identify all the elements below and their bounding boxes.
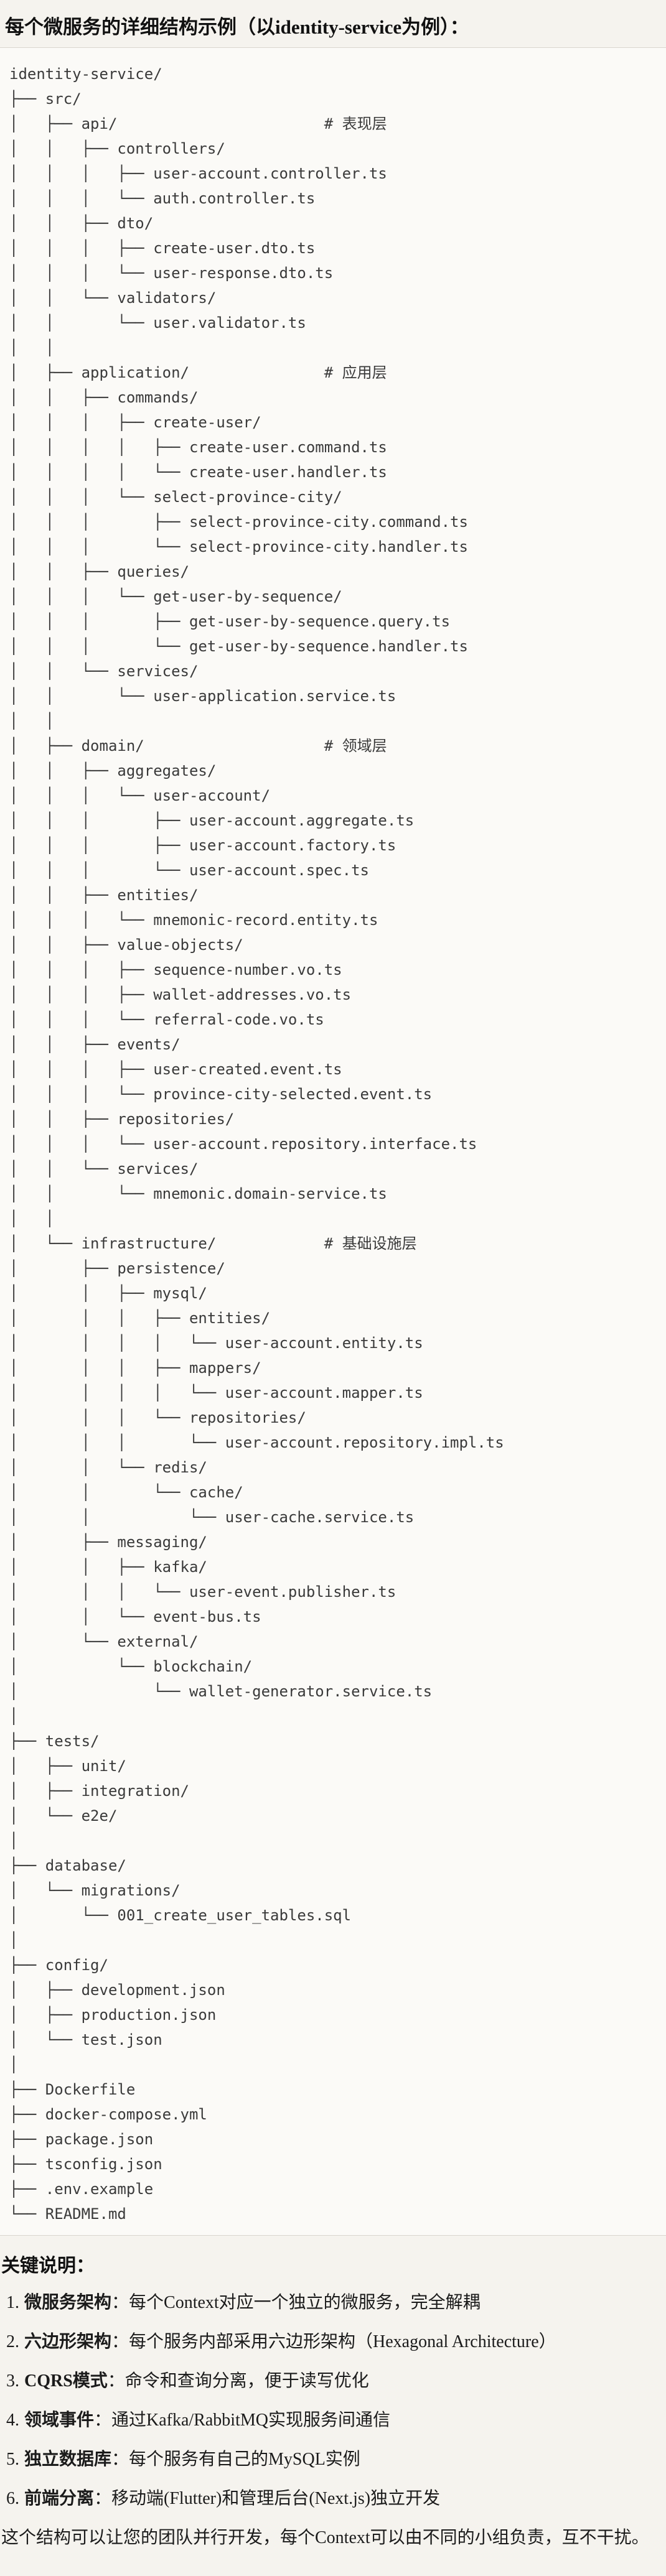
note-item: 3.CQRS模式：命令和查询分离，便于读写优化: [6, 2370, 661, 2392]
note-number: 2.: [6, 2332, 19, 2351]
note-desc: ：每个服务内部采用六边形架构（Hexagonal Architecture）: [111, 2332, 556, 2351]
notes-section: 关键说明： 1. 微服务架构：每个Context对应一个独立的微服务，完全解耦 2…: [0, 2254, 666, 2549]
note-item: 1. 微服务架构：每个Context对应一个独立的微服务，完全解耦: [6, 2292, 661, 2313]
note-item: 4. 领域事件：通过Kafka/RabbitMQ实现服务间通信: [6, 2409, 661, 2431]
page-title: 每个微服务的详细结构示例（以identity-service为例）：: [5, 16, 469, 38]
note-number: 4.: [6, 2411, 19, 2430]
note-item: 6. 前端分离：移动端(Flutter)和管理后台(Next.js)独立开发: [6, 2488, 661, 2509]
note-number: 5.: [6, 2450, 19, 2469]
note-term: 六边形架构: [24, 2332, 112, 2351]
note-desc: ：通过Kafka/RabbitMQ实现服务间通信: [94, 2411, 390, 2430]
note-term: 独立数据库: [24, 2450, 112, 2469]
note-term: 前端分离: [24, 2489, 95, 2508]
note-number: 1.: [6, 2293, 19, 2312]
note-term: 微服务架构: [24, 2293, 112, 2312]
note-number: 3.: [6, 2371, 19, 2391]
notes-list: 1. 微服务架构：每个Context对应一个独立的微服务，完全解耦 2. 六边形架构…: [1, 2292, 661, 2509]
note-item: 5. 独立数据库：每个服务有自己的MySQL实例: [6, 2448, 661, 2470]
note-desc: ：移动端(Flutter)和管理后台(Next.js)独立开发: [94, 2489, 441, 2508]
directory-tree: identity-service/ ├── src/ │ ├── api/ # …: [9, 65, 504, 2223]
closing-paragraph: 这个结构可以让您的团队并行开发，每个Context可以由不同的小组负责，互不干扰…: [1, 2528, 649, 2547]
notes-heading: 关键说明：: [1, 2256, 95, 2276]
note-term: 领域事件: [24, 2411, 95, 2430]
note-item: 2. 六边形架构：每个服务内部采用六边形架构（Hexagonal Architec…: [6, 2331, 661, 2353]
document: 每个微服务的详细结构示例（以identity-service为例）： ident…: [0, 15, 666, 2549]
note-number: 6.: [6, 2489, 19, 2508]
note-term: CQRS模式: [24, 2371, 108, 2391]
note-desc: ：每个Context对应一个独立的微服务，完全解耦: [111, 2293, 481, 2312]
note-desc: ：每个服务有自己的MySQL实例: [111, 2450, 360, 2469]
code-block: identity-service/ ├── src/ │ ├── api/ # …: [0, 47, 666, 2236]
note-desc: ：命令和查询分离，便于读写优化: [107, 2371, 369, 2391]
